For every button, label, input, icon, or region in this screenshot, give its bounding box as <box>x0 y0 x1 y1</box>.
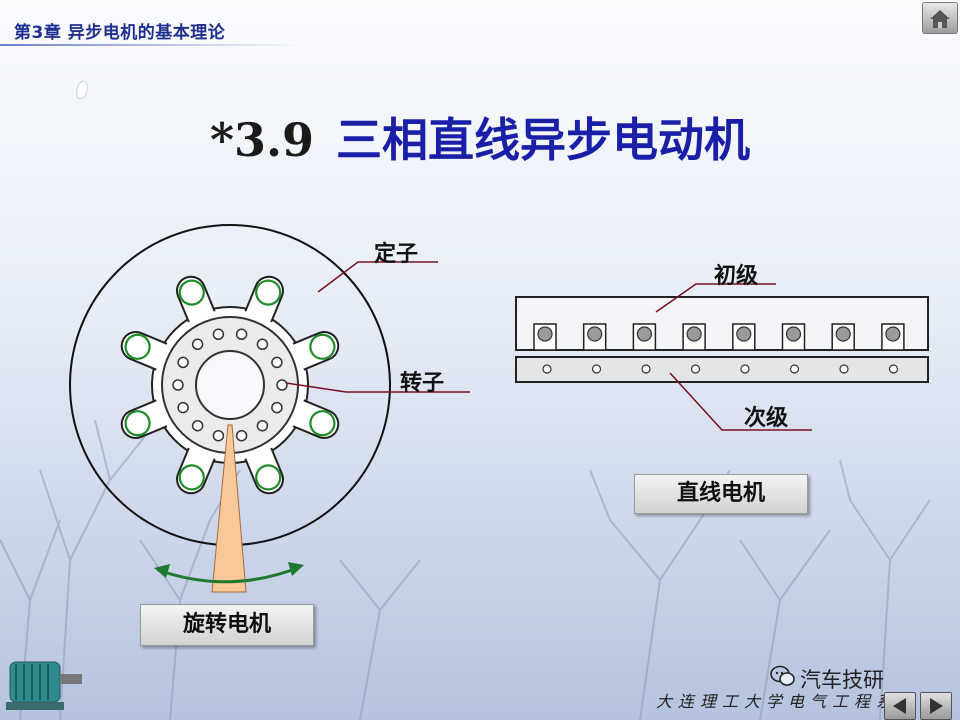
stator-slot <box>244 447 284 495</box>
home-button[interactable] <box>922 2 958 34</box>
stator-leader-line <box>317 261 438 293</box>
primary-slots <box>533 323 905 351</box>
secondary-conductor <box>740 364 750 374</box>
section-number: *3.9 <box>209 113 315 167</box>
primary-label: 初级 <box>714 264 759 289</box>
stator-coil <box>255 464 282 491</box>
stator-coil <box>309 410 336 437</box>
rotor-bar <box>235 328 248 341</box>
stator-coil <box>178 279 205 306</box>
rotary-motor-caption: 旋转电机 <box>140 604 314 646</box>
primary-conductor <box>686 326 702 342</box>
secondary-conductor <box>839 364 849 374</box>
stator-slot <box>176 447 216 495</box>
primary-core <box>515 296 929 351</box>
rotor-bar <box>235 429 248 442</box>
rotor-bar <box>256 419 269 432</box>
rotor-bar <box>191 419 204 432</box>
rotor-bar <box>177 356 189 369</box>
primary-conductor <box>885 326 901 342</box>
header-rule <box>0 44 300 46</box>
rotor-bar <box>191 338 204 351</box>
rotor-bar <box>271 356 283 369</box>
stator-coil <box>178 464 205 491</box>
stator-coil <box>124 410 151 437</box>
stator-coil <box>255 279 282 306</box>
secondary-conductors <box>542 364 899 374</box>
watermark-text: 汽车技研 <box>800 668 884 692</box>
rotor-bar <box>177 401 189 414</box>
pointer-wedge <box>211 424 247 593</box>
chapter-heading: 第3章 异步电机的基本理论 <box>14 23 226 43</box>
secondary-plate <box>515 356 929 383</box>
primary-leader-line <box>655 283 776 313</box>
stator-slot <box>176 275 216 323</box>
secondary-conductor <box>888 364 899 374</box>
rotor-bar <box>276 379 288 391</box>
rotor-bar <box>271 401 283 414</box>
secondary-conductor <box>542 364 552 374</box>
forward-button[interactable] <box>920 692 952 720</box>
primary-conductor <box>835 326 851 342</box>
primary-conductor <box>537 326 553 342</box>
wechat-icon <box>770 665 795 686</box>
stator-slot <box>120 399 168 439</box>
motor-thumbnail-icon <box>6 661 82 710</box>
primary-conductor <box>736 326 752 342</box>
slide-title: *3.9 三相直线异步电动机 <box>0 104 960 170</box>
triangle-left-icon <box>893 698 906 714</box>
rotor-leader-line <box>285 382 470 393</box>
rotation-arrowhead-right <box>288 562 304 576</box>
back-button[interactable] <box>884 692 916 720</box>
stator-slot <box>292 399 340 439</box>
linear-motor-caption: 直线电机 <box>634 474 808 514</box>
triangle-right-icon <box>930 698 943 714</box>
rotor-bar <box>256 338 269 351</box>
rotor-bars <box>172 328 288 442</box>
stator-slot <box>120 331 168 371</box>
rotor-bar <box>172 379 184 391</box>
stator-coil <box>124 333 151 360</box>
secondary-conductor <box>690 364 701 374</box>
secondary-conductor <box>641 364 651 374</box>
home-icon <box>930 10 950 28</box>
stator-slot <box>292 331 340 371</box>
secondary-leader-line <box>669 372 812 431</box>
primary-conductor <box>587 326 603 342</box>
secondary-conductor <box>591 364 602 374</box>
primary-conductor <box>785 326 802 342</box>
rotor-label: 转子 <box>400 371 445 396</box>
stator-coil <box>309 333 336 360</box>
secondary-conductor <box>789 364 800 374</box>
rotor-bar <box>212 429 225 442</box>
shaft-bore <box>195 350 265 420</box>
stator-slot <box>244 275 284 323</box>
title-text: 三相直线异步电动机 <box>336 113 751 167</box>
primary-conductor <box>636 326 653 342</box>
secondary-label: 次级 <box>744 406 789 431</box>
rotation-arrow <box>157 565 301 584</box>
stator-label: 定子 <box>374 242 419 267</box>
rotor-bar <box>212 328 225 341</box>
footer-text: 大连理工大学电气工程系 <box>656 692 899 711</box>
rotation-arrowhead-left <box>154 564 170 578</box>
